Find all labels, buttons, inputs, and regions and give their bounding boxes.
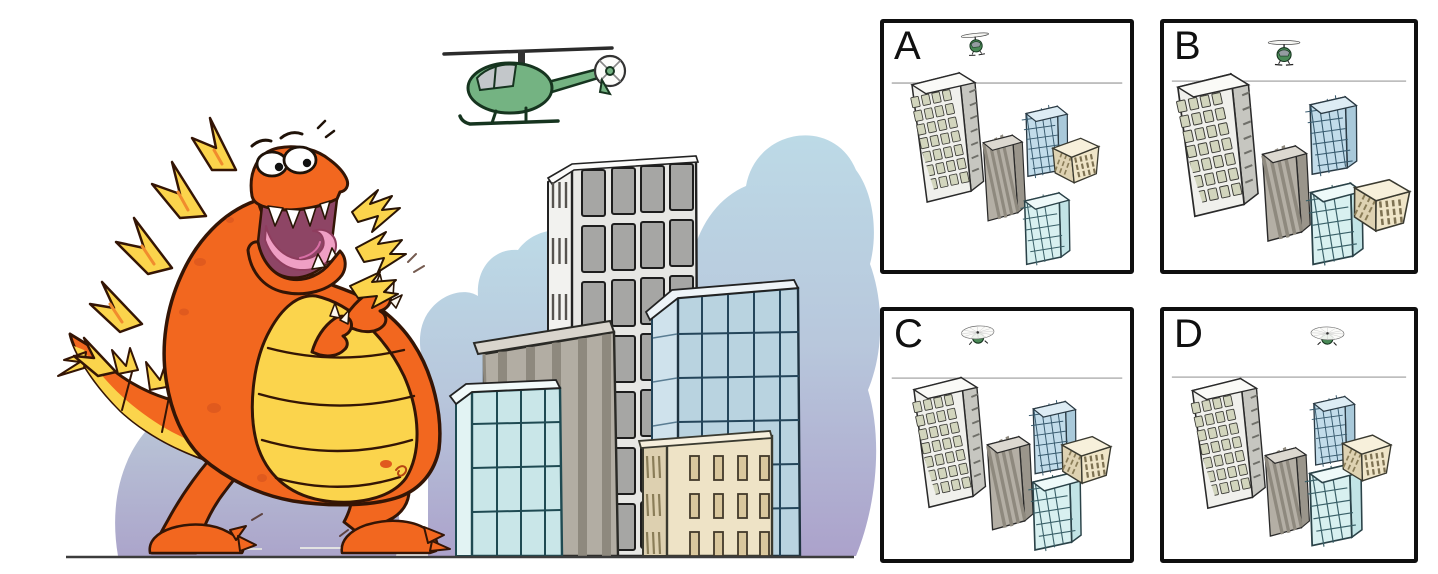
- scene-illustration: [57, 46, 880, 559]
- mini-building-tower: [910, 71, 985, 203]
- mini-building-tower: [1175, 72, 1259, 218]
- mini-building-blue: [1303, 93, 1358, 178]
- lightning-bolts: [349, 189, 407, 309]
- city-buildings: [448, 155, 802, 558]
- option-scene-a: [891, 32, 1123, 268]
- monster-back-spikes: [72, 116, 238, 378]
- option-label: C: [894, 312, 923, 356]
- mini-building-beige: [1050, 137, 1101, 184]
- mini-helicopter-front-icon: [960, 32, 990, 56]
- option-label: B: [1174, 24, 1201, 68]
- mini-building-beige: [1340, 434, 1393, 483]
- monster-belly: [250, 294, 419, 504]
- option-panel-c[interactable]: C: [880, 307, 1134, 563]
- option-scene-d: [1171, 326, 1407, 550]
- mini-building-tower: [1190, 377, 1266, 510]
- building-cyan-glass: [448, 379, 564, 558]
- mini-helicopter-top-icon: [1310, 326, 1345, 346]
- mini-building-stripes: [980, 132, 1027, 222]
- option-panel-a[interactable]: A: [880, 19, 1134, 274]
- mini-building-cyan: [1026, 471, 1082, 554]
- option-panel-b[interactable]: B: [1160, 19, 1418, 274]
- monster-spots: [179, 217, 408, 482]
- mini-building-cyan: [1303, 181, 1364, 268]
- monster-teeth: [267, 200, 339, 270]
- option-label: D: [1174, 312, 1203, 356]
- option-scene-b: [1171, 40, 1412, 268]
- mini-building-cyan: [1018, 190, 1071, 268]
- mini-building-stripes: [984, 434, 1034, 531]
- main-scene-canvas: [57, 46, 880, 559]
- building-beige: [637, 430, 774, 558]
- mini-building-tower: [912, 376, 987, 509]
- motion-marks: [251, 253, 425, 537]
- mini-building-stripes: [1262, 445, 1310, 537]
- monster-lower-jaw: [246, 240, 347, 296]
- mini-helicopter-front-icon: [1267, 40, 1301, 66]
- monster-eyes: [250, 119, 336, 178]
- monster-icon: [57, 116, 451, 555]
- mini-helicopter-top-icon: [961, 325, 995, 346]
- monster-head: [246, 119, 350, 296]
- option-label: A: [894, 24, 921, 68]
- options-grid: A: [880, 19, 1418, 563]
- mini-building-beige: [1352, 178, 1412, 233]
- monster-right-claws: [423, 526, 451, 552]
- option-scene-c: [891, 325, 1123, 554]
- mini-building-beige: [1060, 435, 1113, 485]
- helicopter-icon: [442, 46, 627, 126]
- mini-building-stripes: [1259, 143, 1311, 242]
- option-panel-d[interactable]: D: [1160, 307, 1418, 563]
- monster-left-claws: [229, 525, 257, 552]
- mini-building-cyan: [1302, 461, 1363, 550]
